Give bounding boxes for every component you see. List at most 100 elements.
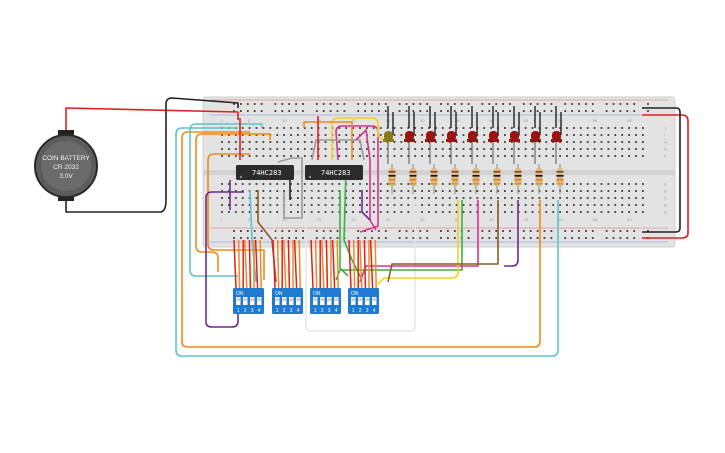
wire-magenta-chip2 <box>355 129 377 231</box>
column-number-bottom: 40 <box>489 217 494 222</box>
dip-switch-number: 4 <box>297 308 300 314</box>
wire-orange-mid <box>207 153 265 280</box>
dip-lead-wire <box>363 239 367 289</box>
column-number-top: 30 <box>420 118 425 123</box>
dip-lead-wire <box>374 239 377 289</box>
row-letter: A <box>664 210 667 215</box>
column-number-bottom: 1 <box>220 217 223 222</box>
battery-label-line2: CR 2032 <box>53 164 79 171</box>
resistor[interactable] <box>409 164 417 194</box>
chip-2-label: 74HC283 <box>321 169 351 177</box>
wire-green-1 <box>339 190 349 277</box>
dip-lead-wire <box>244 239 248 289</box>
led[interactable] <box>446 131 457 164</box>
wire-rail-black-right <box>642 107 681 233</box>
dip-lead-wire <box>321 239 325 289</box>
dip-switch-number: 4 <box>335 308 338 314</box>
led[interactable] <box>530 131 541 164</box>
dip-lead-wire <box>331 239 336 289</box>
dip-lead-wire <box>237 239 241 289</box>
resistor[interactable] <box>451 164 459 194</box>
dip-lead-wire <box>369 239 374 289</box>
wire-white <box>305 191 416 332</box>
dip-switch-number: 1 <box>352 308 355 314</box>
row-letter: E <box>664 182 667 187</box>
row-letter: J <box>664 126 666 131</box>
column-number-top: 60 <box>627 118 632 123</box>
column-number-bottom: 50 <box>558 217 563 222</box>
column-number-bottom: 5 <box>248 217 251 222</box>
led[interactable] <box>383 131 394 164</box>
column-number-top: 10 <box>282 118 287 123</box>
led[interactable] <box>467 131 478 164</box>
dip-lead-wire <box>259 239 262 289</box>
dip-switch-number: 3 <box>328 308 331 314</box>
resistor[interactable] <box>514 164 522 194</box>
column-number-bottom: 55 <box>593 217 598 222</box>
dip-lead-wire <box>293 239 298 289</box>
resistor-array[interactable] <box>388 164 564 194</box>
chip-1[interactable]: 74HC283 <box>236 165 294 180</box>
dip-switch-on-label: ON <box>313 291 321 297</box>
wire-battery-negative <box>65 97 239 213</box>
led[interactable] <box>425 131 436 164</box>
row-letter: G <box>664 147 667 152</box>
dip-switch-on-label: ON <box>236 291 244 297</box>
led-array[interactable] <box>383 131 562 164</box>
wire-purple-right <box>504 200 519 267</box>
wire-cyan-outer <box>175 127 559 357</box>
row-letter: C <box>664 196 667 201</box>
led-legs <box>387 106 562 135</box>
dip-switch-number: 2 <box>244 308 247 314</box>
column-number-bottom: 20 <box>351 217 356 222</box>
led[interactable] <box>509 131 520 164</box>
dip-lead-wire <box>352 239 356 289</box>
wire-purple-left <box>205 191 244 328</box>
dip-switch-number: 2 <box>359 308 362 314</box>
led[interactable] <box>551 131 562 164</box>
dip-lead-wire <box>283 239 287 289</box>
wire-rail-red-right <box>642 114 689 239</box>
column-number-bottom: 15 <box>317 217 322 222</box>
dip-switch-number: 4 <box>258 308 261 314</box>
resistor[interactable] <box>472 164 480 194</box>
wire-orange-top <box>303 121 353 160</box>
dip-lead-wire <box>314 239 318 289</box>
dip-switch-on-label: ON <box>275 291 283 297</box>
led[interactable] <box>488 131 499 164</box>
resistor[interactable] <box>493 164 501 194</box>
dip-switch-on-label: ON <box>351 291 359 297</box>
column-number-bottom: 45 <box>524 217 529 222</box>
dip-switch-leads <box>233 239 377 289</box>
dip-lead-wire <box>254 239 259 289</box>
wire-orange-inner <box>195 133 271 272</box>
resistor[interactable] <box>556 164 564 194</box>
dip-switch-number: 2 <box>321 308 324 314</box>
resistor[interactable] <box>430 164 438 194</box>
column-number-top: 15 <box>317 118 322 123</box>
row-letter: F <box>664 154 667 159</box>
dip-lead-wire <box>325 239 329 289</box>
dip-lead-wire <box>310 239 314 289</box>
wire-brown-right <box>387 200 499 283</box>
dip-lead-wire <box>276 239 280 289</box>
battery-label-line3: 3.0V <box>59 173 73 180</box>
led[interactable] <box>404 131 415 164</box>
coin-battery[interactable]: COIN BATTERY CR 2032 3.0V <box>34 130 98 201</box>
column-number-top: 35 <box>455 118 460 123</box>
wire-gray-top <box>311 139 365 161</box>
chip-2[interactable]: 74HC283 <box>305 165 363 180</box>
wire-gray <box>277 157 303 219</box>
resistor[interactable] <box>388 164 396 194</box>
column-number-top: 40 <box>489 118 494 123</box>
dip-switch-number: 3 <box>251 308 254 314</box>
resistor[interactable] <box>535 164 543 194</box>
dip-lead-wire <box>348 239 352 289</box>
column-number-top: 1 <box>220 118 223 123</box>
wire-magenta-2 <box>359 200 479 283</box>
